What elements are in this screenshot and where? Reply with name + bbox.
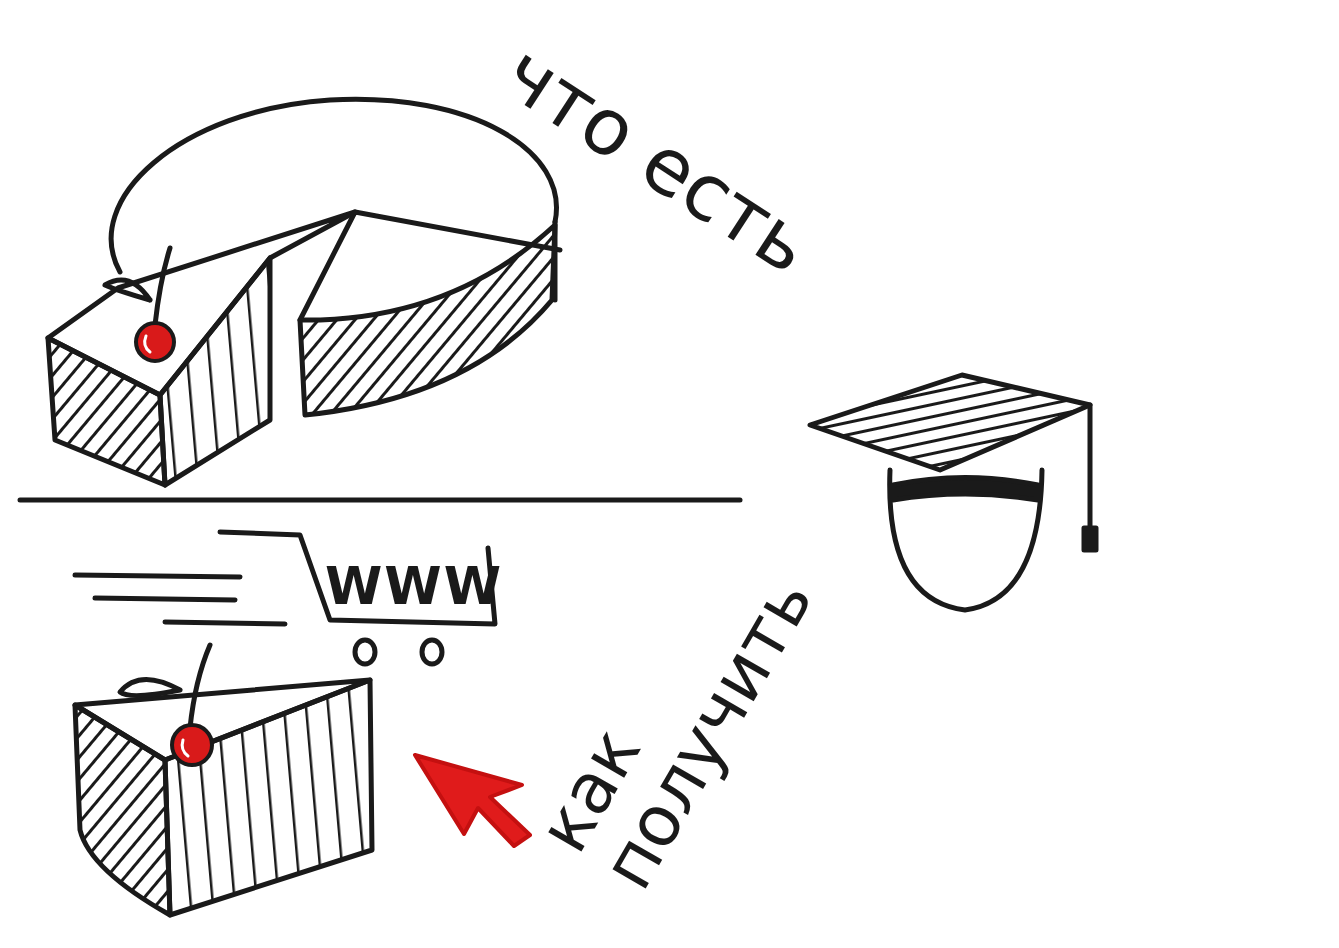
- divider-line: [20, 498, 740, 503]
- cart-text: WWW: [325, 556, 503, 616]
- graduation-cap: [810, 375, 1096, 610]
- cursor-arrow: [415, 755, 530, 846]
- handwritten-label: как получить: [526, 480, 853, 900]
- pie-slice-bottom: [75, 645, 372, 915]
- pie-slice-top: [48, 212, 355, 485]
- cart-basket: WWW: [295, 528, 500, 628]
